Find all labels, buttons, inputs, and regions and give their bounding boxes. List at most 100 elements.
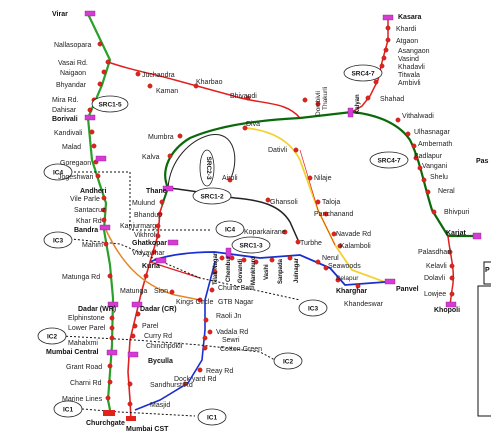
label-seawoods: Seawoods <box>328 263 361 270</box>
label-matunga-rd: Matunga Rd <box>62 274 100 281</box>
zone-src4-7-a: SRC4-7 <box>351 71 375 78</box>
label-lower-parel: Lower Parel <box>68 325 106 332</box>
label-mahalaxmi: Mahalxmi <box>68 340 98 347</box>
label-borivali: Borivali <box>52 116 78 123</box>
label-kaman: Kaman <box>156 88 178 95</box>
label-kelavli: Kelavli <box>426 263 447 270</box>
zone-src1-2: SRC1-2 <box>200 194 224 201</box>
label-mahim: Mahim <box>82 242 103 249</box>
label-dolavli: Dolavli <box>424 275 445 282</box>
zone-ic2-b: IC2 <box>283 359 294 366</box>
label-chembur: Chembur <box>226 255 232 282</box>
churchgate-terminus <box>103 410 115 416</box>
diva-panvel-overlay <box>299 149 336 246</box>
label-kanjurmarg: Kanjurmarg <box>120 223 156 230</box>
label-grant-road: Grant Road <box>66 364 102 371</box>
label-thakurli: Thakurli <box>322 87 329 110</box>
label-nerul: Nerul <box>322 255 339 262</box>
label-andheri: Andheri <box>80 188 107 195</box>
label-santacruz: Santacruz <box>74 207 106 214</box>
label-byculla: Byculla <box>148 358 173 365</box>
label-nallasopara: Nallasopara <box>54 42 91 49</box>
transharbour-line <box>167 187 299 241</box>
label-matunga: Matunga <box>120 288 147 295</box>
label-virar: Virar <box>52 11 68 18</box>
label-kalva: Kalva <box>142 154 160 161</box>
station-labels: Virar Nallasopara Vasai Rd. Naigaon Bhya… <box>46 11 470 433</box>
label-chinchpokli: Chinchpokli <box>146 343 183 350</box>
label-neral: Neral <box>438 188 455 195</box>
label-asangaon: Asangaon <box>398 48 430 55</box>
label-sandhurst: Sandhurst Rd <box>150 382 193 389</box>
junction-markers <box>84 10 482 358</box>
label-titwala: Titwala <box>398 72 420 79</box>
zone-src1-3: SRC1-3 <box>239 243 263 250</box>
label-mumbai-central: Mumbai Central <box>46 349 99 356</box>
label-taloja: Taloja <box>322 199 340 206</box>
label-sanpada: Sanpada <box>278 258 284 284</box>
karjat-line <box>351 110 476 238</box>
label-reay-rd: Reay Rd <box>206 368 233 375</box>
label-ambernath: Ambernath <box>418 141 452 148</box>
label-kings-circle: Kings Circle <box>176 299 213 306</box>
label-vikhroli: Vikhroli <box>134 232 157 239</box>
label-navade: Navade Rd <box>336 231 371 238</box>
label-airoli: Airoli <box>222 175 238 182</box>
label-mumbra: Mumbra <box>148 134 174 141</box>
label-dativli: Dativli <box>268 147 288 154</box>
label-dadar-cr: Dadar (CR) <box>140 306 177 313</box>
label-vashi: Vashi <box>264 264 270 280</box>
zone-src1-5: SRC1-5 <box>98 102 122 109</box>
label-kharbao: Kharbao <box>196 79 223 86</box>
label-dadar-wr: Dadar (WR) <box>78 306 116 313</box>
label-bandra: Bandra <box>74 227 98 234</box>
right-legend-stub: Pas P <box>476 158 491 417</box>
label-tilak-nagar: Tilak Nagar <box>213 252 219 285</box>
label-khadavli: Khadavli <box>398 64 425 71</box>
airoli-loop <box>167 134 236 189</box>
label-thane: Thane <box>146 188 167 195</box>
label-mumbai-cst: Mumbai CST <box>126 426 169 433</box>
label-vileparle: Vile Parle <box>70 196 100 203</box>
label-koparkhairane: Koparkairane <box>244 229 286 236</box>
label-vidyavihar: Vidyavihar <box>132 250 165 257</box>
label-ulhasnagar: Ulhasnagar <box>414 129 450 136</box>
harbour-city-line <box>134 261 216 411</box>
label-parel: Parel <box>142 323 159 330</box>
zone-ic3-a: IC3 <box>53 238 64 245</box>
label-naigaon: Naigaon <box>60 70 86 77</box>
label-bhivpuri: Bhivpuri <box>444 209 470 216</box>
label-karjat: Karjat <box>446 230 467 237</box>
label-ghansoli: Ghansoli <box>270 199 298 206</box>
label-goregaon: Goregaon <box>60 160 91 167</box>
label-vasai: Vasai Rd. <box>58 60 88 67</box>
label-nilaje: Nilaje <box>314 175 332 182</box>
label-panchanand: Panchanand <box>314 211 353 218</box>
label-vasind: Vasind <box>398 56 419 63</box>
label-kurla: Kurla <box>142 263 160 270</box>
label-shelu: Shelu <box>430 174 448 181</box>
label-shahad: Shahad <box>380 96 404 103</box>
zone-ic3-b: IC3 <box>308 306 319 313</box>
label-ambivli: Ambivli <box>398 80 421 87</box>
legend-stub-pas: Pas <box>476 158 489 165</box>
vasai-diva-line <box>107 61 301 119</box>
label-kalyan: Kalyan <box>355 94 361 114</box>
label-malad: Malad <box>62 144 81 151</box>
label-masjid: Masjid <box>150 402 170 409</box>
legend-stub-p: P <box>485 267 490 274</box>
label-bhandup: Bhandup <box>134 212 162 219</box>
label-kalamboli: Kalamboli <box>340 243 371 250</box>
label-bhayandar: Bhyandar <box>56 82 87 89</box>
label-vithalwadi: Vithalwadi <box>402 113 434 120</box>
label-juchandra: Juchandra <box>142 72 175 79</box>
label-juinagar: Juinagar <box>294 257 300 283</box>
label-curry-rd: Curry Rd <box>144 333 172 340</box>
label-gtb-nagar: GTB Nagar <box>218 299 254 306</box>
label-kasara: Kasara <box>398 14 421 21</box>
label-dockyard: Dock yard Rd <box>174 376 217 383</box>
label-dombivli: Dombivli <box>315 91 322 116</box>
label-chunabatti: Chuna Batti <box>218 285 255 292</box>
label-vadala: Vadala Rd <box>216 329 248 336</box>
